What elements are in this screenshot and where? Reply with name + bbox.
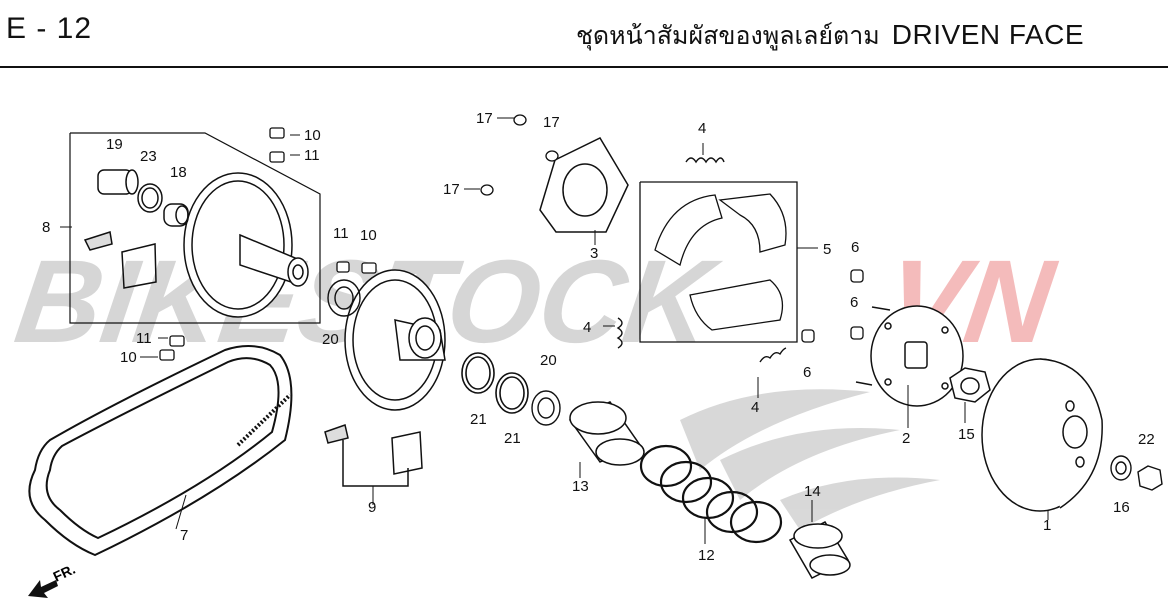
washer-nut-part-16-22 (1110, 455, 1163, 491)
page-code: E - 12 (6, 12, 93, 45)
callout-3: 3 (590, 245, 598, 262)
callout-labels: 1 2 3 4 4 4 5 6 6 6 7 8 9 10 10 10 11 11… (42, 110, 1155, 564)
callout-19: 19 (106, 136, 123, 153)
callout-11: 11 (333, 225, 349, 242)
callout-17: 17 (476, 110, 493, 127)
driven-spring-part-12 (639, 444, 783, 544)
callout-21: 21 (504, 430, 521, 447)
driven-face-part-9 (324, 269, 446, 487)
front-label: FR. (51, 561, 78, 585)
drive-face-assembly-part-8 (83, 169, 309, 318)
callout-22: 22 (1138, 431, 1155, 448)
callout-11: 11 (136, 330, 152, 347)
callout-4: 4 (583, 319, 591, 336)
callout-7: 7 (180, 527, 188, 544)
callout-6: 6 (850, 294, 858, 311)
callout-2: 2 (902, 430, 910, 447)
o-ring-part-21 (461, 352, 529, 414)
callout-10: 10 (304, 127, 321, 144)
callout-10: 10 (120, 349, 137, 366)
callout-10: 10 (360, 227, 377, 244)
callout-15: 15 (958, 426, 975, 443)
nut-part-15 (949, 367, 991, 403)
callout-6: 6 (803, 364, 811, 381)
title-thai: ชุดหน้าสัมผัสของพูลเลย์ตาม (575, 21, 880, 50)
callout-17: 17 (443, 181, 460, 198)
callout-17: 17 (543, 114, 560, 131)
callout-14: 14 (804, 483, 821, 500)
oil-seal-part-20 (327, 279, 561, 426)
drive-belt-part-7 (28, 345, 293, 557)
callout-1: 1 (1043, 517, 1051, 534)
callout-20: 20 (322, 331, 339, 348)
leader-lines (60, 117, 1049, 544)
callout-12: 12 (698, 547, 715, 564)
callout-4: 4 (698, 120, 706, 137)
clutch-outer-part-1 (981, 358, 1103, 512)
front-direction-arrow: FR. (28, 561, 78, 598)
header-divider (0, 66, 1168, 68)
callout-11: 11 (304, 147, 320, 164)
sub-assembly-outline-8 (69, 132, 321, 324)
title-english: DRIVEN FACE (891, 19, 1084, 50)
callout-16: 16 (1113, 499, 1130, 516)
guide-part-13 (568, 401, 645, 466)
plate-part-3 (539, 137, 629, 233)
callout-8: 8 (42, 219, 50, 236)
drive-plate-part-2 (855, 305, 964, 407)
callout-20: 20 (540, 352, 557, 369)
callout-5: 5 (823, 241, 831, 258)
small-hardware-group (159, 114, 864, 361)
page-title: ชุดหน้าสัมผัสของพูลเลย์ตาม DRIVEN FACE (576, 16, 1084, 56)
callout-21: 21 (470, 411, 487, 428)
callout-6: 6 (851, 239, 859, 256)
clutch-shoe-part-5 (639, 181, 798, 343)
collar-part-14 (788, 521, 851, 579)
callout-13: 13 (572, 478, 589, 495)
callout-18: 18 (170, 164, 187, 181)
dotted-brand-wing (680, 389, 940, 530)
spring-part-4-group (616, 157, 787, 363)
callout-9: 9 (368, 499, 376, 516)
callout-23: 23 (140, 148, 157, 165)
callout-4: 4 (751, 399, 759, 416)
